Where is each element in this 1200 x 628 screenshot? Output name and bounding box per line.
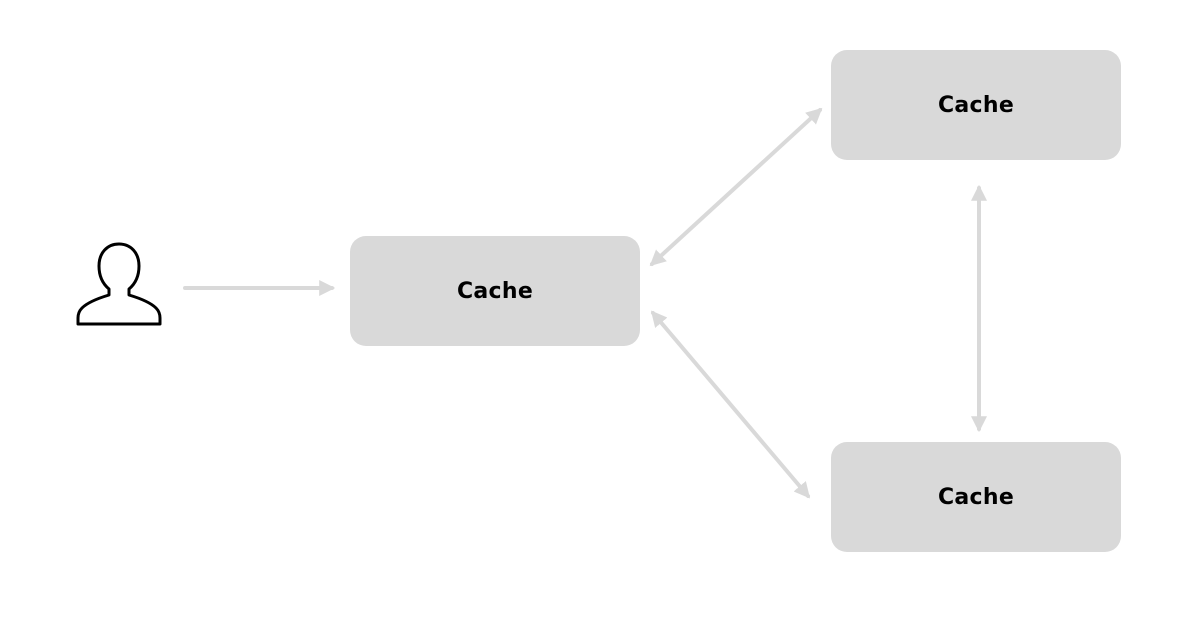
arrow-center-bottom [650, 310, 811, 499]
user-icon [74, 240, 164, 330]
cache-node-top-label: Cache [937, 92, 1015, 118]
cache-node-center-label: Cache [456, 278, 534, 304]
arrow-center-top [649, 107, 823, 267]
cache-node-center: Cache [350, 236, 640, 346]
cache-node-bottom-label: Cache [937, 484, 1015, 510]
cache-node-top: Cache [831, 50, 1121, 160]
cache-node-bottom: Cache [831, 442, 1121, 552]
